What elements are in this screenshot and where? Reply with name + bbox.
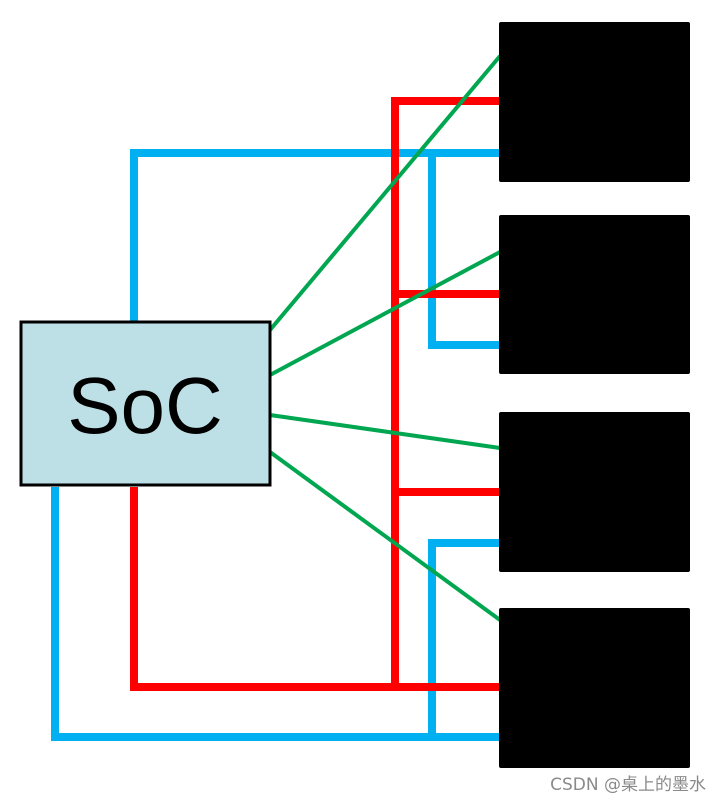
red-bus xyxy=(130,97,500,691)
soc-label: SoC xyxy=(67,361,223,450)
watermark: CSDN @桌上的墨水 xyxy=(550,775,706,795)
red-bus-soc-drop xyxy=(130,487,500,691)
chip-2 xyxy=(499,215,690,374)
green-links xyxy=(268,54,502,622)
chip-stack xyxy=(499,22,690,768)
red-bus-vertical-spine xyxy=(391,97,500,687)
green-link-chip3 xyxy=(269,413,501,450)
soc-box xyxy=(19,320,272,487)
blue-bus-chip2-return xyxy=(428,153,500,349)
green-link-chip1 xyxy=(268,54,502,332)
chip-1 xyxy=(499,22,690,182)
blue-bus-chip3-link xyxy=(428,539,500,737)
blue-bus xyxy=(51,149,500,741)
chip-3 xyxy=(499,412,690,572)
blue-bus-top-loop xyxy=(130,149,500,322)
chip-4 xyxy=(499,608,690,768)
green-link-chip4 xyxy=(268,450,502,622)
soc-block: SoC xyxy=(19,320,272,487)
blue-bus-bottom-loop xyxy=(51,487,500,741)
green-link-chip2 xyxy=(269,250,501,377)
